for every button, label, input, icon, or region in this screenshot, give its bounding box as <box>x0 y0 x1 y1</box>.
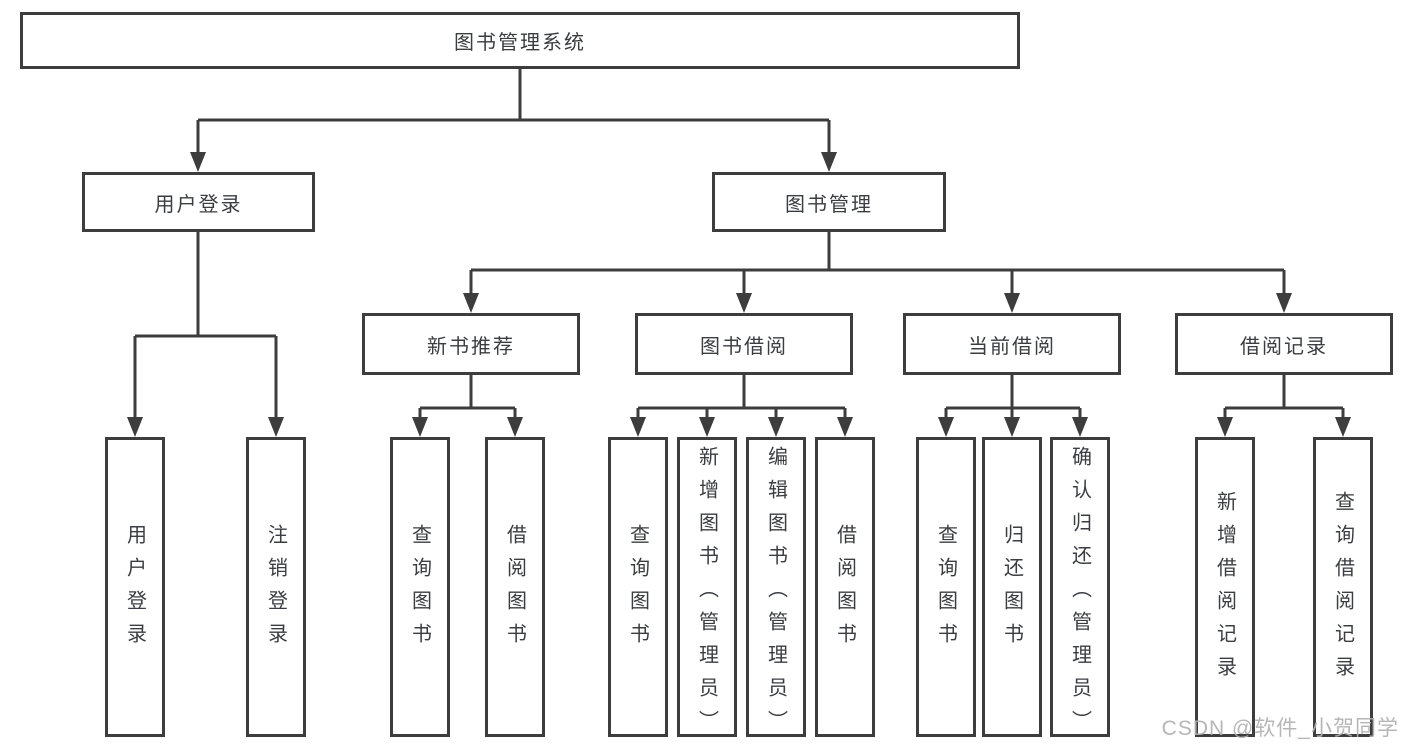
csdn-watermark: CSDN @软件_小贺同学 <box>1161 717 1399 740</box>
node-current-borrowing: 当前借阅 <box>903 313 1121 375</box>
leaf-logout-login: 注销登录 <box>246 437 306 737</box>
leaf-add-borrow-record: 新增借阅记录 <box>1195 437 1255 737</box>
connector-newbook-to-leaves <box>412 375 523 437</box>
leaf-add-books-admin: 新增图书（管理员） <box>677 437 737 743</box>
connector-bookmgmt-to-level3 <box>463 232 1292 313</box>
node-book-management: 图书管理 <box>712 172 946 232</box>
leaf-user-login: 用户登录 <box>105 437 165 737</box>
node-borrowing-records: 借阅记录 <box>1175 313 1393 375</box>
node-root-library-system: 图书管理系统 <box>20 12 1020 69</box>
leaf-query-books-recommend: 查询图书 <box>390 437 450 737</box>
connector-records-to-leaves <box>1217 375 1351 437</box>
connector-borrowing-to-leaves <box>630 375 853 437</box>
node-book-borrowing: 图书借阅 <box>635 313 853 375</box>
leaf-query-books-borrowing: 查询图书 <box>608 437 668 737</box>
leaf-query-books-current: 查询图书 <box>916 437 976 737</box>
node-new-book-recommend: 新书推荐 <box>362 313 580 375</box>
connector-userlogin-to-leaves <box>127 232 284 437</box>
leaf-borrow-books-borrowing: 借阅图书 <box>815 437 875 737</box>
leaf-borrow-books-recommend: 借阅图书 <box>485 437 545 737</box>
leaf-query-borrow-record: 查询借阅记录 <box>1313 437 1373 737</box>
leaf-return-books: 归还图书 <box>982 437 1042 737</box>
leaf-edit-books-admin: 编辑图书（管理员） <box>746 437 806 743</box>
leaf-confirm-return-admin: 确认归还（管理员） <box>1050 437 1110 743</box>
connector-current-to-leaves <box>938 375 1088 437</box>
node-user-login: 用户登录 <box>82 172 315 232</box>
connector-root-to-level2 <box>190 68 837 172</box>
